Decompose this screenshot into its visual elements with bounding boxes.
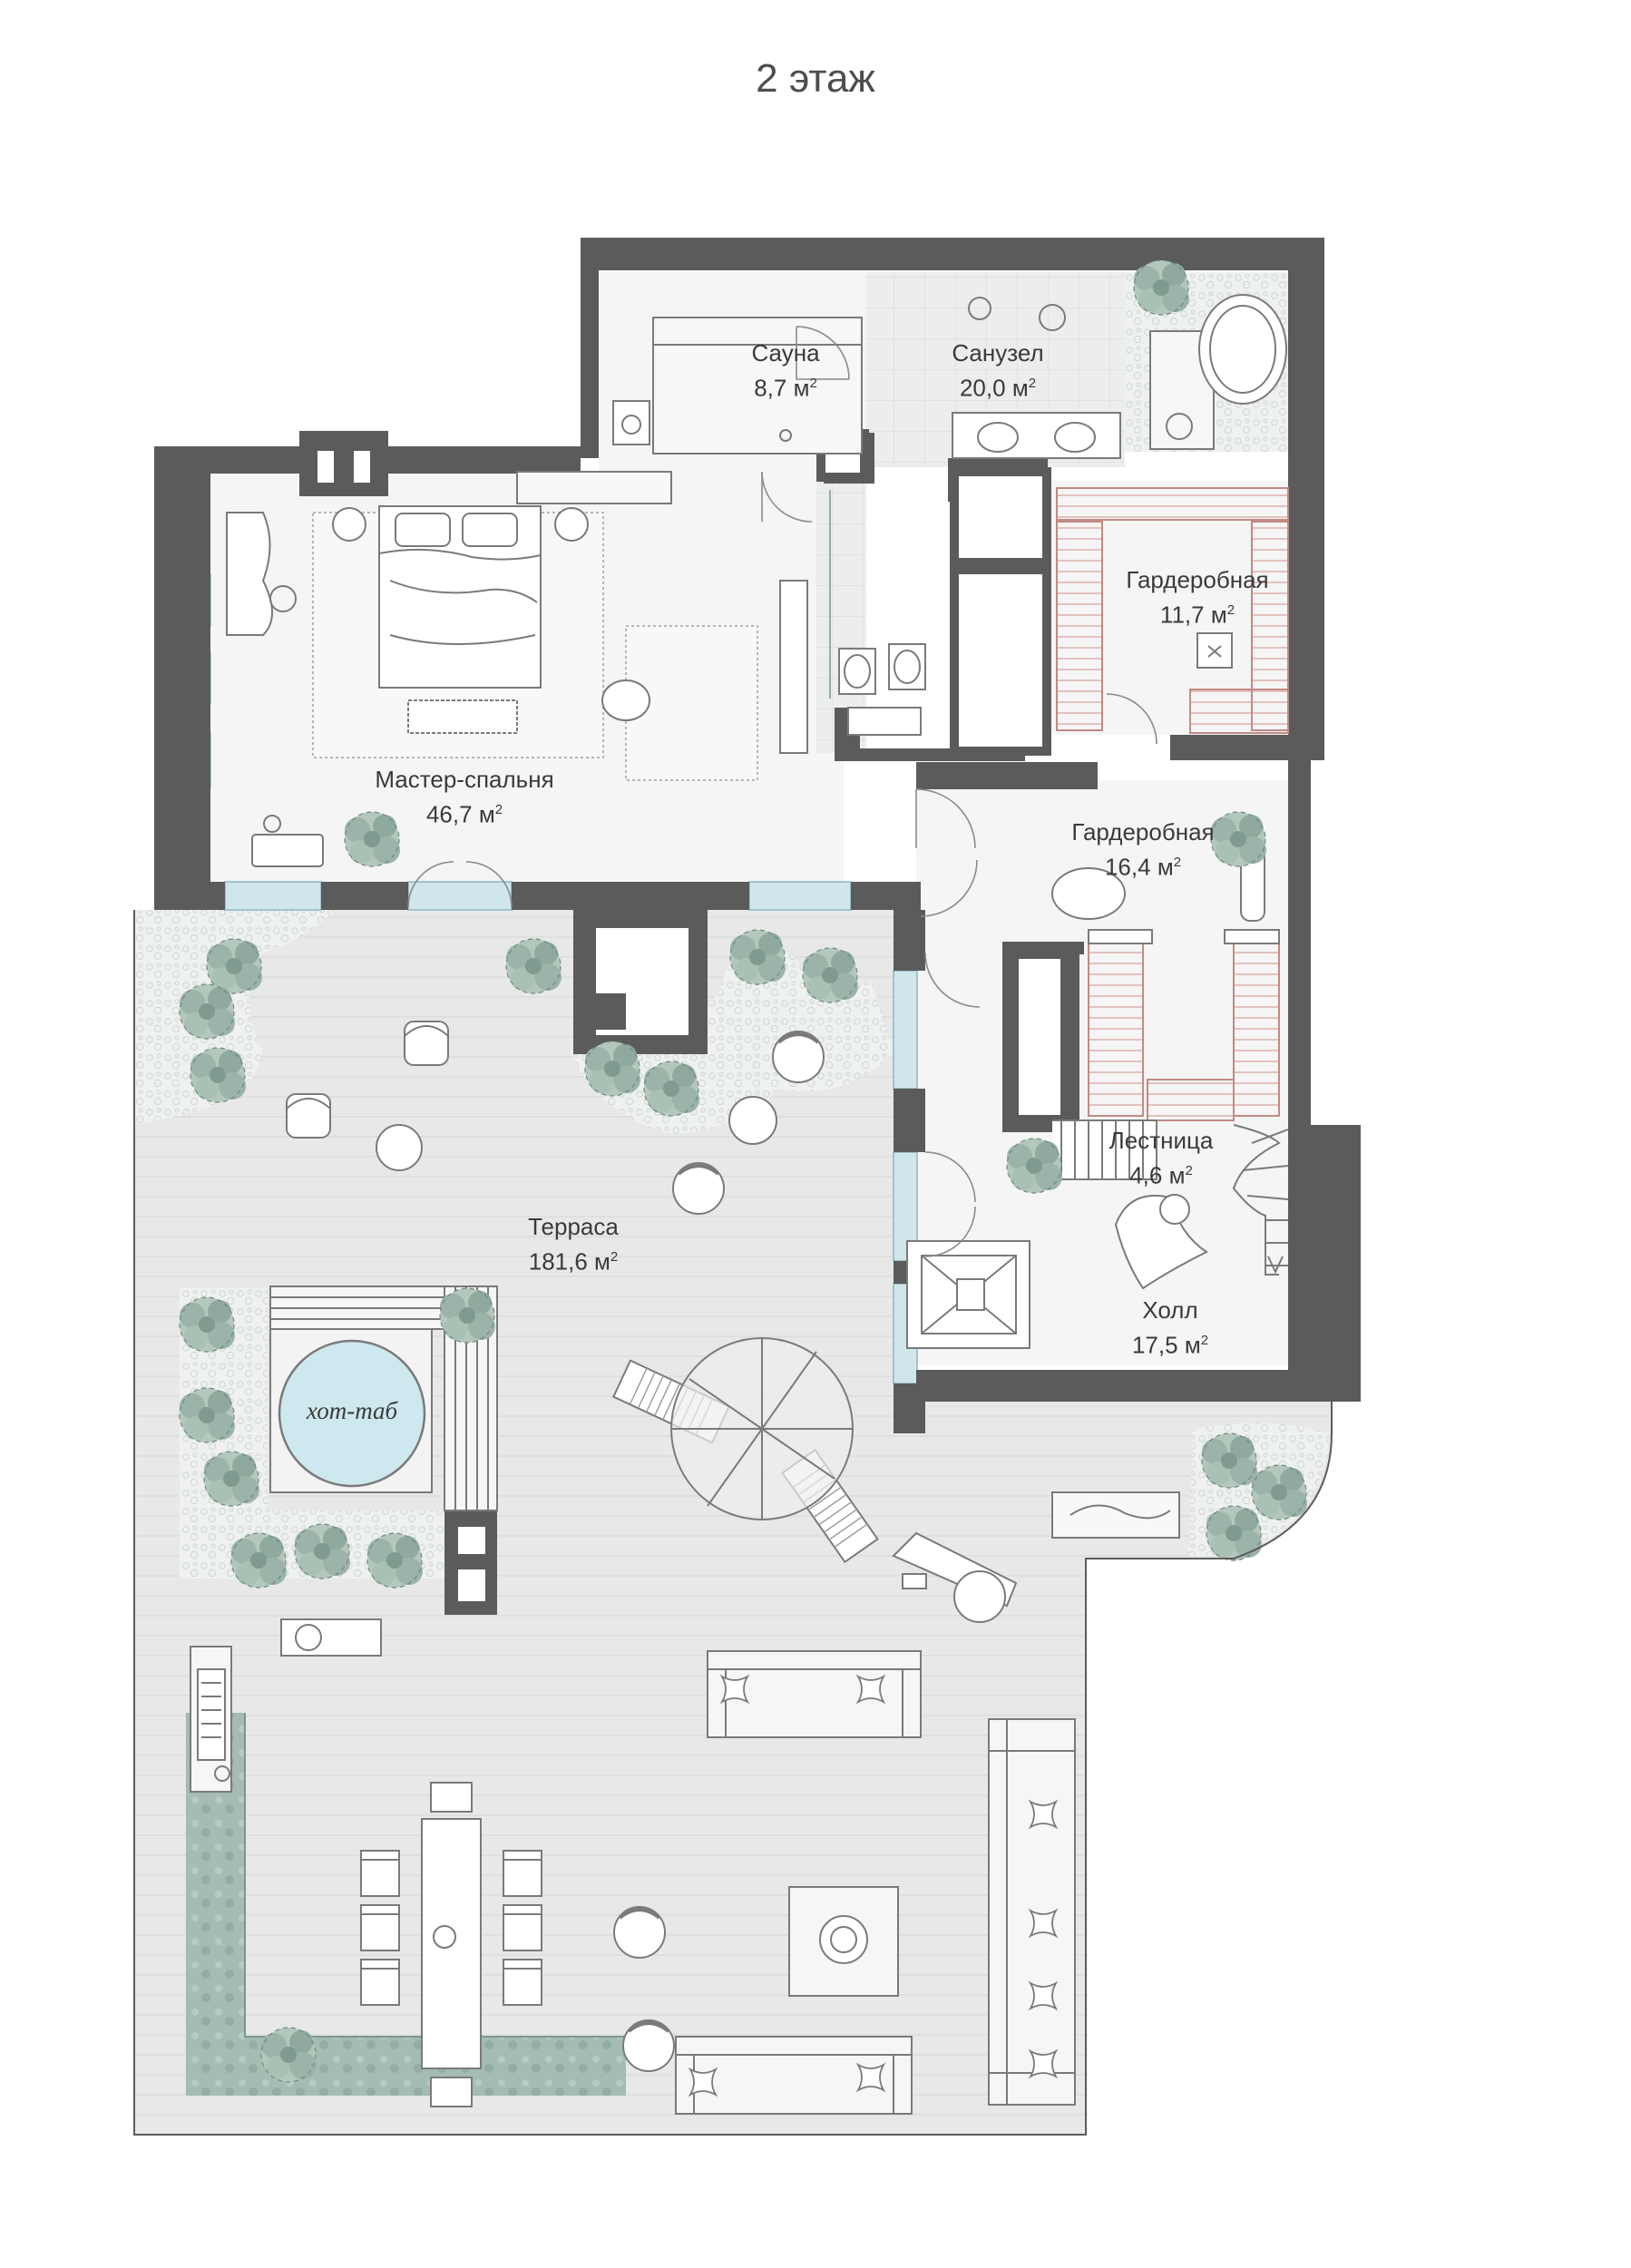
- room-name: Сауна: [751, 339, 820, 367]
- area-unit: м: [793, 374, 810, 402]
- room-name: Санузел: [952, 339, 1044, 367]
- terrace-outline: [133, 910, 1333, 2136]
- planting-bed-nw: [134, 910, 336, 1125]
- room-name: Гардеробная: [1071, 818, 1215, 846]
- room-area: 181,6: [528, 1247, 588, 1276]
- doors: [407, 326, 1157, 1257]
- room-name: Терраса: [528, 1213, 619, 1240]
- room-name: Мастер-спальня: [375, 766, 554, 793]
- room-name: Холл: [1142, 1296, 1198, 1324]
- room-area: 46,7: [425, 800, 473, 828]
- area-unit: м: [478, 800, 495, 828]
- area-exp: 2: [1028, 376, 1037, 391]
- area-unit: м: [594, 1247, 610, 1276]
- furniture: [226, 294, 1289, 1349]
- area-exp: 2: [1185, 1163, 1193, 1178]
- hot-tub-label: хот-таб: [306, 1397, 398, 1424]
- area-unit: м: [1210, 601, 1227, 629]
- room-area: 4,6: [1129, 1161, 1163, 1189]
- area-unit: м: [1168, 1161, 1186, 1189]
- floor-title: 2 этаж: [756, 56, 875, 101]
- room-label-wardrobe-2: Гардеробная 16,4 м2: [998, 816, 1288, 883]
- area-exp: 2: [610, 1249, 619, 1265]
- room-label-sauna: Сауна 8,7 м2: [640, 337, 931, 404]
- shaft-corner: [590, 993, 626, 1030]
- room-area: 17,5: [1131, 1331, 1178, 1359]
- terrace-furniture: [190, 1021, 1180, 2115]
- area-exp: 2: [1173, 855, 1182, 870]
- room-name: Гардеробная: [1126, 566, 1269, 593]
- room-name: Лестница: [1108, 1127, 1214, 1154]
- room-area: 8,7: [754, 374, 787, 402]
- room-label-hall: Холл 17,5 м2: [1025, 1295, 1315, 1361]
- room-label-terrace: Терраса 181,6 м2: [428, 1211, 718, 1277]
- area-exp: 2: [494, 802, 503, 817]
- room-area: 20,0: [959, 374, 1006, 402]
- area-unit: м: [1011, 374, 1029, 402]
- bathroom-floor: [816, 272, 1125, 753]
- area-exp: 2: [809, 376, 817, 391]
- area-exp: 2: [1200, 1333, 1209, 1348]
- area-unit: м: [1157, 853, 1174, 881]
- room-label-stairs: Лестница 4,6 м2: [1016, 1125, 1306, 1191]
- room-label-bathroom: Санузел 20,0 м2: [853, 337, 1143, 404]
- room-area: 11,7: [1159, 601, 1205, 629]
- room-area: 16,4: [1104, 853, 1151, 881]
- area-exp: 2: [1226, 602, 1235, 618]
- room-label-wardrobe-1: Гардеробная 11,7 м2: [1052, 564, 1343, 631]
- room-label-master-bedroom: Мастер-спальня 46,7 м2: [319, 764, 610, 830]
- area-unit: м: [1184, 1331, 1201, 1359]
